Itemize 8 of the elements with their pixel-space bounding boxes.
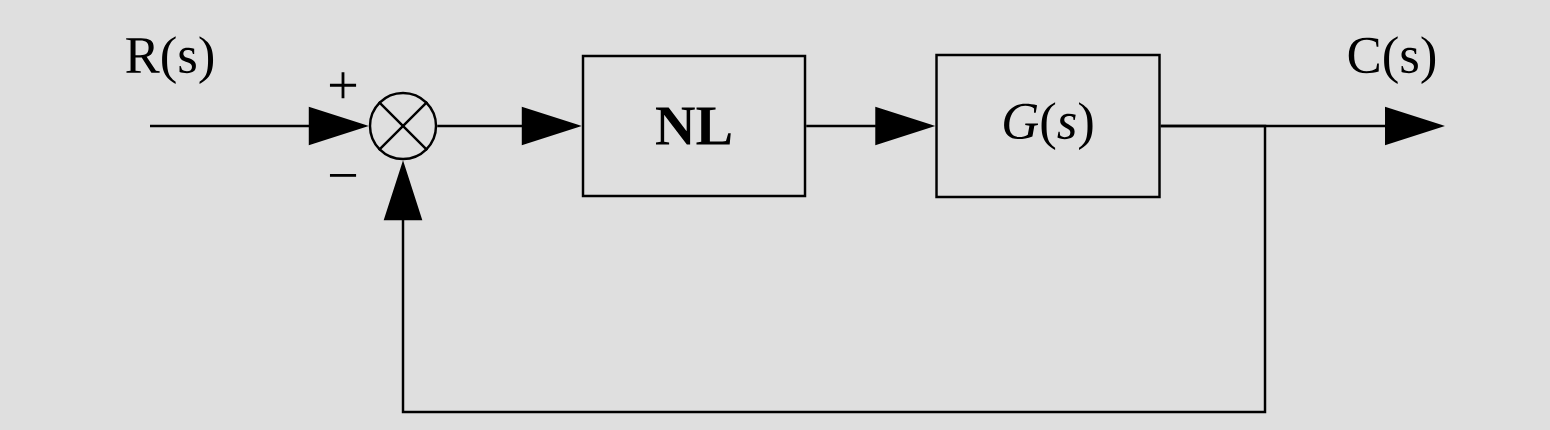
- sign-label: +: [329, 72, 357, 99]
- arrow: [383, 124, 1267, 414]
- summing-junction: [368, 91, 438, 161]
- sign-label: −: [329, 173, 357, 177]
- edge-label: C(s): [1348, 36, 1436, 84]
- block-box: G(s): [935, 53, 1161, 199]
- block-box: NL: [581, 54, 807, 198]
- edge-label: R(s): [126, 36, 214, 84]
